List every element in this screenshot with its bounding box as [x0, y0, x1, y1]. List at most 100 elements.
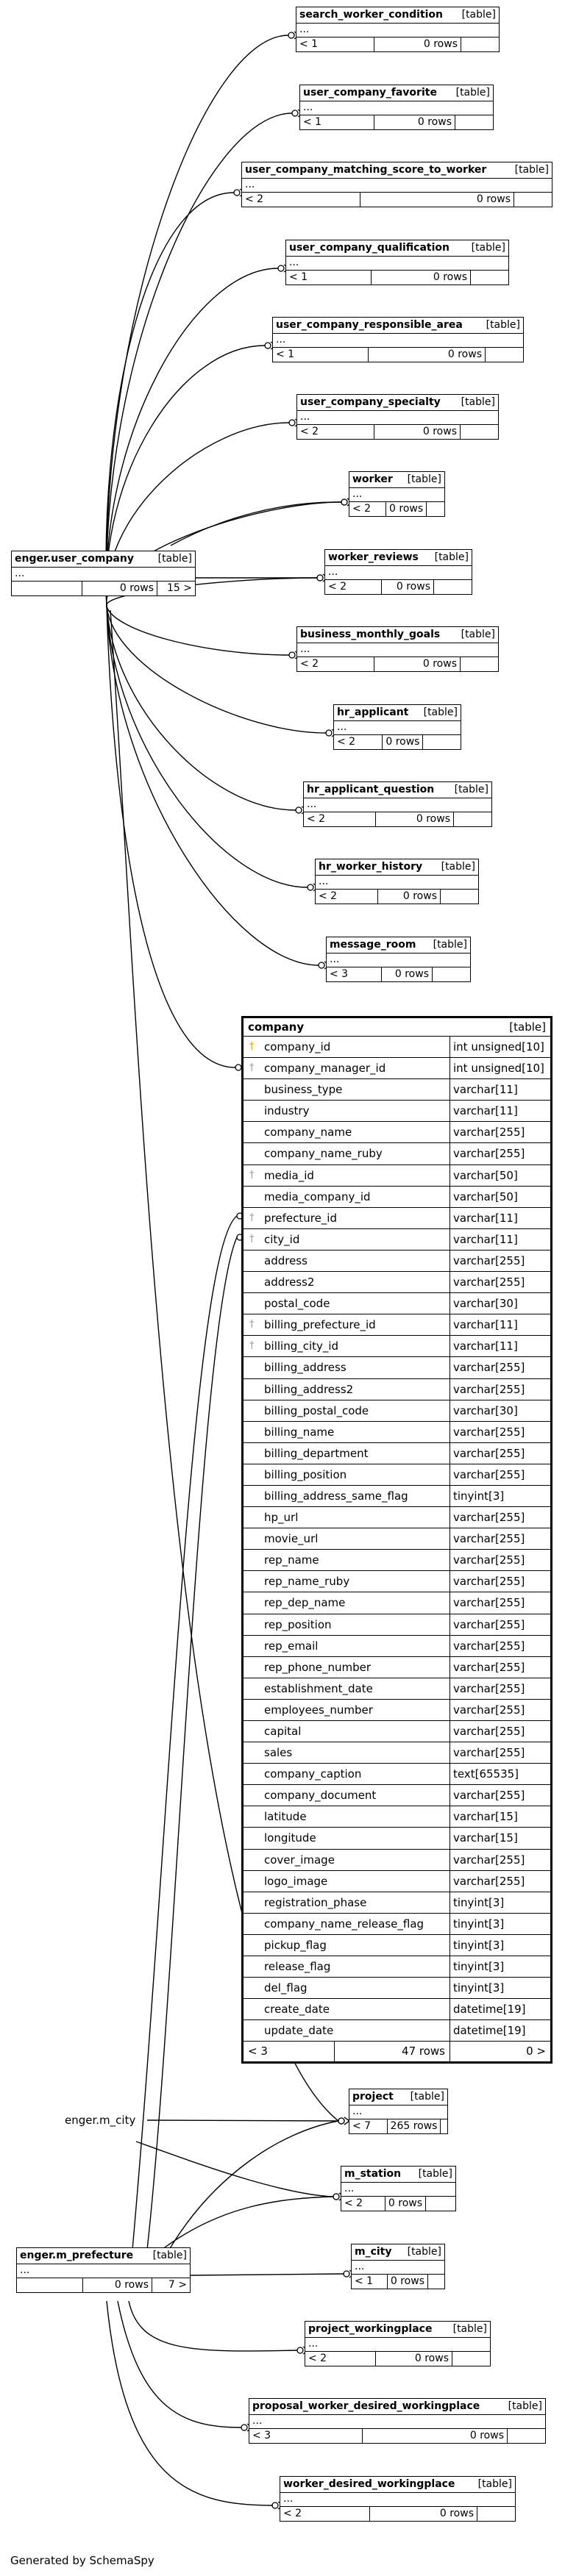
children-count[interactable] — [433, 580, 472, 594]
table-columns-collapsed[interactable]: ... — [300, 101, 493, 115]
children-count[interactable] — [426, 502, 464, 516]
children-count[interactable] — [452, 2352, 490, 2366]
parents-count[interactable]: < 1 — [289, 271, 308, 283]
children-count[interactable] — [427, 2275, 466, 2289]
children-count[interactable] — [422, 735, 461, 749]
parents-count[interactable]: < 2 — [308, 2353, 327, 2364]
table-columns-collapsed[interactable]: ... — [341, 2182, 455, 2196]
parents-count[interactable]: < 1 — [303, 116, 322, 128]
table-columns-collapsed[interactable]: ... — [352, 2260, 444, 2274]
table-columns-collapsed[interactable]: ... — [304, 798, 491, 812]
company-parents-count[interactable]: < 3 — [244, 2042, 335, 2062]
table-user-company-matching-score-to-worker[interactable]: user_company_matching_score_to_worker[ta… — [241, 162, 552, 207]
parents-count[interactable]: < 1 — [276, 348, 295, 360]
table-columns-collapsed[interactable]: ... — [305, 2337, 490, 2351]
table-columns-collapsed[interactable]: ... — [327, 953, 470, 967]
table-columns-collapsed[interactable]: ... — [286, 256, 508, 270]
children-count[interactable] — [440, 2119, 478, 2133]
parents-count[interactable]: < 2 — [344, 2197, 363, 2209]
children-count[interactable] — [460, 425, 498, 439]
children-count[interactable] — [507, 2429, 545, 2443]
table-worker-desired-workingplace[interactable]: worker_desired_workingplace[table]...< 2… — [280, 2476, 516, 2522]
table-columns-collapsed[interactable]: ... — [316, 875, 478, 889]
children-count[interactable]: 7 > — [152, 2278, 190, 2292]
table-columns-collapsed[interactable]: ... — [249, 2414, 545, 2428]
table-columns-collapsed[interactable]: ... — [349, 2105, 447, 2119]
parents-count[interactable]: < 2 — [300, 426, 319, 437]
table-columns-collapsed[interactable]: ... — [297, 410, 498, 424]
children-count[interactable] — [453, 812, 491, 826]
parents-count[interactable]: < 2 — [352, 503, 372, 515]
table-columns-collapsed[interactable]: ... — [17, 2264, 190, 2278]
parents-count[interactable]: < 2 — [319, 890, 338, 902]
parents-count[interactable] — [17, 2278, 82, 2292]
parents-count[interactable]: < 3 — [330, 968, 349, 980]
children-count[interactable]: 15 > — [157, 582, 195, 595]
table-user-company-responsible-area[interactable]: user_company_responsible_area[table]...<… — [272, 317, 524, 362]
children-count[interactable] — [440, 890, 478, 904]
children-count[interactable] — [514, 193, 552, 207]
company-children-count[interactable]: 0 > — [526, 2044, 546, 2058]
children-count[interactable] — [485, 348, 523, 362]
children-count[interactable] — [461, 37, 499, 51]
children-count[interactable] — [460, 657, 498, 671]
table-columns-collapsed[interactable]: ... — [280, 2492, 515, 2506]
parents-count[interactable]: < 2 — [245, 193, 264, 205]
parents-count[interactable]: < 2 — [337, 736, 356, 748]
parents-count[interactable]: < 2 — [300, 658, 319, 670]
parents-count[interactable]: < 2 — [328, 581, 347, 593]
children-count[interactable] — [477, 2507, 515, 2521]
parents-count[interactable]: < 1 — [355, 2275, 374, 2287]
children-count[interactable] — [425, 2197, 463, 2211]
